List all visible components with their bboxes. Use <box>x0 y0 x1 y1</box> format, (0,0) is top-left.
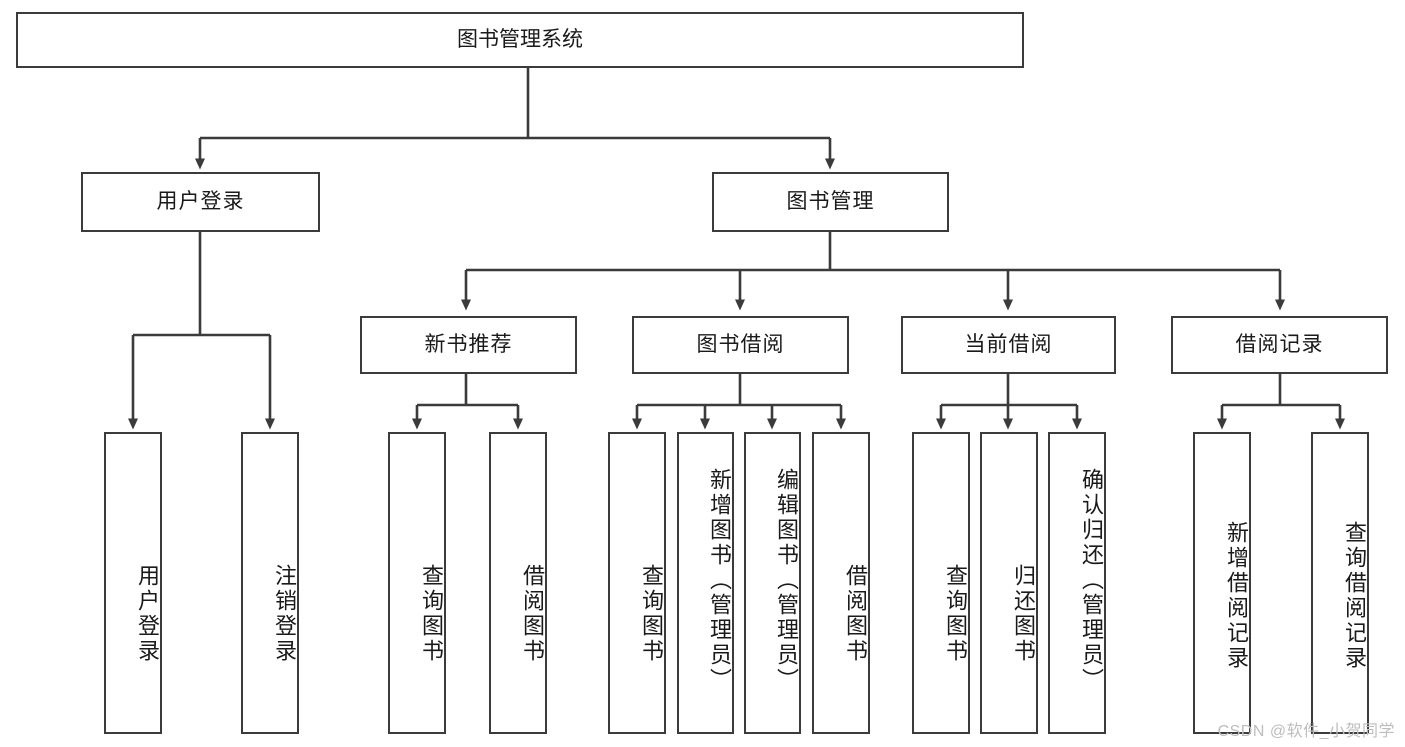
leaf-query-book-current[interactable]: 查询图书 <box>912 432 970 734</box>
leaf-borrow-book-borrow[interactable]: 借阅图书 <box>812 432 870 734</box>
leaf-query-borrow-record[interactable]: 查询借阅记录 <box>1311 432 1369 734</box>
node-new-book-recommend[interactable]: 新书推荐 <box>360 316 577 374</box>
node-label: 新书推荐 <box>424 332 513 356</box>
node-label: 图书管理系统 <box>457 27 583 51</box>
node-label: 用户登录 <box>135 564 160 664</box>
node-label: 借阅图书 <box>520 564 545 664</box>
leaf-edit-book-admin[interactable]: 编辑图书（管理员） <box>744 432 801 734</box>
node-label: 图书借阅 <box>696 332 785 356</box>
node-label: 确认归还（管理员） <box>1079 467 1104 693</box>
node-label: 查询图书 <box>419 564 444 664</box>
node-current-borrow[interactable]: 当前借阅 <box>901 316 1116 374</box>
node-label: 归还图书 <box>1011 564 1036 664</box>
node-borrow-record[interactable]: 借阅记录 <box>1171 316 1388 374</box>
leaf-user-login[interactable]: 用户登录 <box>104 432 162 734</box>
node-book-borrow[interactable]: 图书借阅 <box>632 316 849 374</box>
leaf-query-book-recommend[interactable]: 查询图书 <box>388 432 446 734</box>
leaf-add-book-admin[interactable]: 新增图书（管理员） <box>677 432 734 734</box>
node-root-book-management-system[interactable]: 图书管理系统 <box>16 12 1024 68</box>
node-label: 图书管理 <box>786 189 875 213</box>
node-label: 注销登录 <box>272 564 297 664</box>
leaf-confirm-return-admin[interactable]: 确认归还（管理员） <box>1048 432 1106 734</box>
node-user-login[interactable]: 用户登录 <box>81 172 320 232</box>
node-book-management[interactable]: 图书管理 <box>712 172 949 232</box>
node-label: 新增图书（管理员） <box>707 467 732 693</box>
node-label: 借阅记录 <box>1235 332 1324 356</box>
leaf-add-borrow-record[interactable]: 新增借阅记录 <box>1193 432 1251 734</box>
node-label: 编辑图书（管理员） <box>774 467 799 693</box>
node-label: 借阅图书 <box>843 564 868 664</box>
node-label: 新增借阅记录 <box>1224 521 1249 671</box>
leaf-return-book[interactable]: 归还图书 <box>980 432 1038 734</box>
node-label: 当前借阅 <box>964 332 1053 356</box>
node-label: 查询图书 <box>943 564 968 664</box>
node-label: 查询借阅记录 <box>1342 521 1367 671</box>
leaf-query-book-borrow[interactable]: 查询图书 <box>608 432 666 734</box>
leaf-logout-login[interactable]: 注销登录 <box>241 432 299 734</box>
node-label: 用户登录 <box>156 189 245 213</box>
node-label: 查询图书 <box>639 564 664 664</box>
leaf-borrow-book-recommend[interactable]: 借阅图书 <box>489 432 547 734</box>
